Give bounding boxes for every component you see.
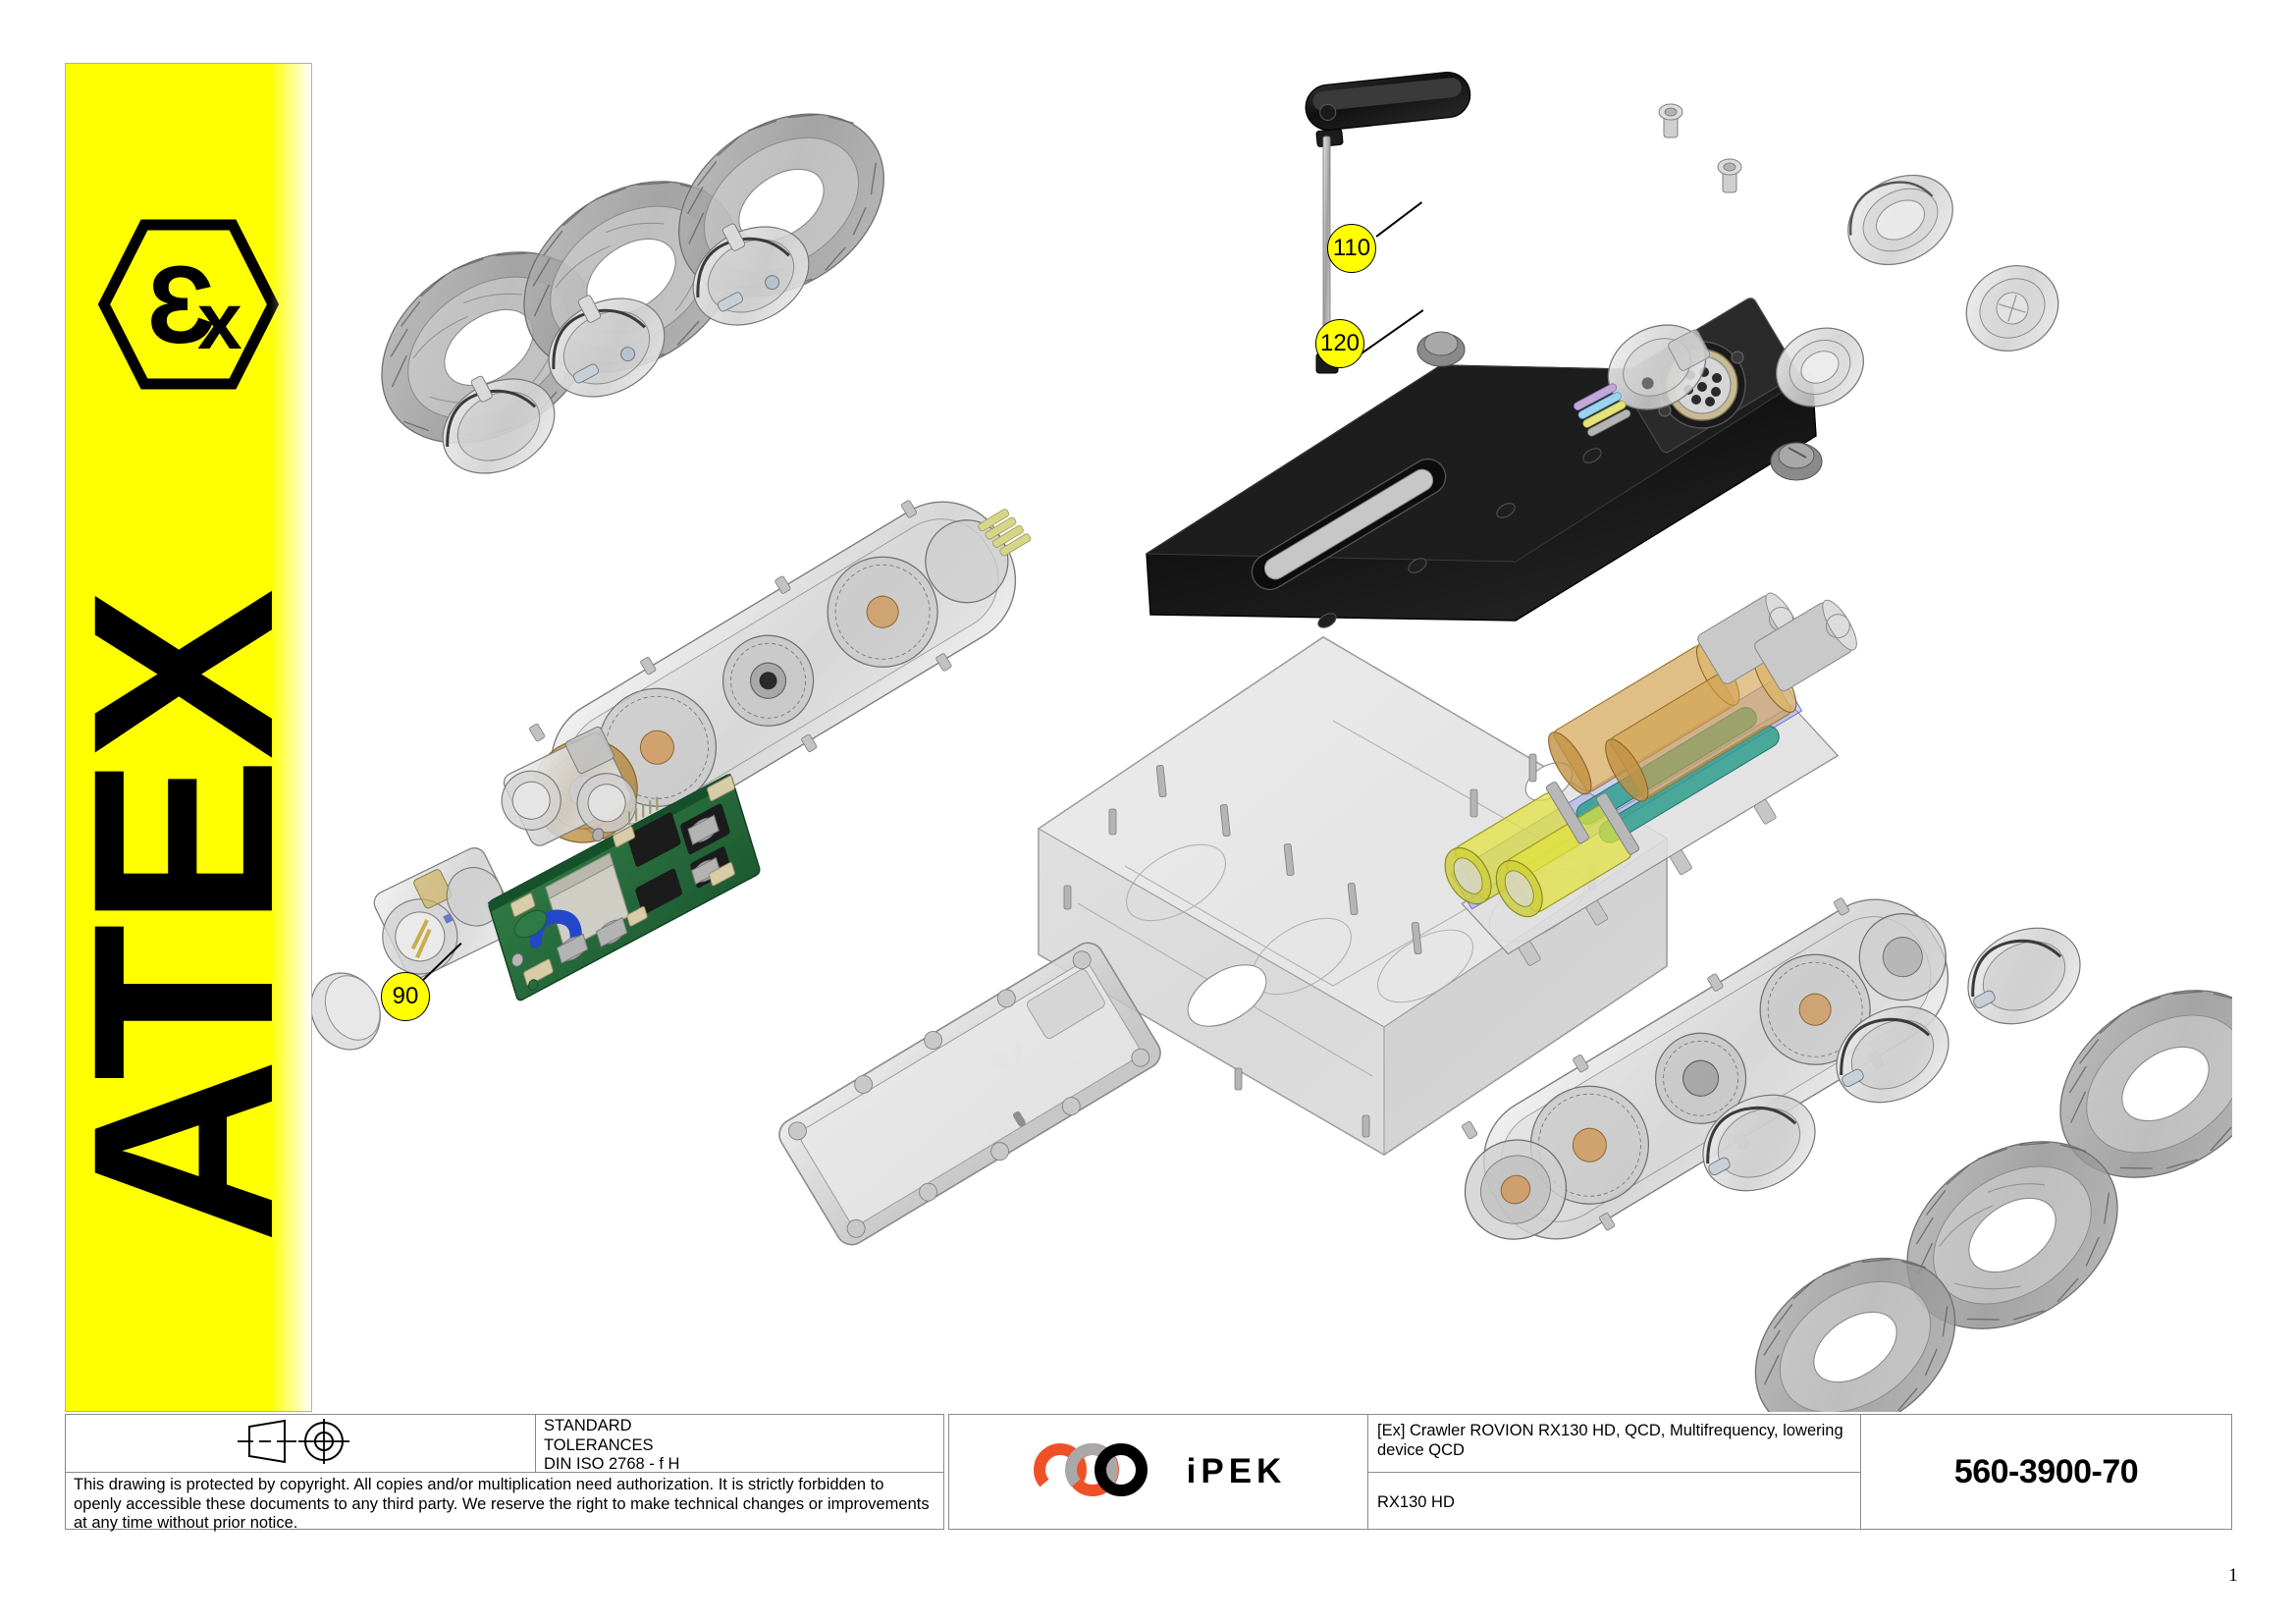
balloon-120[interactable]: 120 [1315,319,1364,368]
balloon-110[interactable]: 110 [1327,224,1376,273]
exploded-assembly-drawing [312,63,2232,1412]
atex-label: ATEX [65,592,312,1244]
company-name: iPEK [1186,1452,1287,1490]
tyre-group-rear [1754,990,2232,1412]
standard-line-1: STANDARD [544,1417,632,1434]
drawing-number-cell: 560-3900-70 [1860,1414,2232,1530]
antenna-handle-assembly [1305,71,1471,374]
copyright-text: This drawing is protected by copyright. … [74,1476,930,1532]
pcb-board [487,773,761,1001]
wheel-hub-group-rear [1702,927,2081,1192]
tolerance-standard-cell: STANDARD TOLERANCES DIN ISO 2768 - f H [535,1414,944,1473]
ipek-logo-icon [1031,1441,1178,1503]
first-angle-projection-symbol [232,1417,369,1469]
standard-line-2: TOLERANCES [544,1435,654,1454]
ex-hexagon-symbol: Ɛ x [95,211,282,403]
lens-cap [312,972,381,1051]
atex-side-panel: Ɛ x ATEX [65,63,312,1412]
svg-text:Ɛ: Ɛ [146,243,215,366]
drawing-description-cell: [Ex] Crawler ROVION RX130 HD, QCD, Multi… [1367,1414,1861,1473]
standard-line-3: DIN ISO 2768 - f H [544,1455,680,1473]
gearbox-module-right [1462,897,1949,1240]
housing-lid [778,942,1161,1246]
battery-motor-pack [1444,592,1857,966]
model-name: RX130 HD [1377,1493,1455,1511]
wheel-hub-group-front [442,223,810,474]
screw-group [1658,103,1742,193]
camera-module-lower [373,847,518,979]
page-number: 1 [2228,1565,2238,1586]
company-logo-cell: iPEK [948,1414,1368,1530]
camera-module-upper [501,726,637,846]
tyre-group-front [381,113,884,444]
end-cap-group [1574,174,2059,437]
model-cell: RX130 HD [1367,1472,1861,1530]
copyright-cell: This drawing is protected by copyright. … [65,1472,944,1532]
title-block: STANDARD TOLERANCES DIN ISO 2768 - f H T… [65,1414,2232,1532]
drawing-description: [Ex] Crawler ROVION RX130 HD, QCD, Multi… [1377,1422,1843,1459]
lowering-device-plate [1145,298,1823,628]
balloon-90[interactable]: 90 [381,972,430,1021]
projection-symbol-cell [65,1414,536,1473]
svg-text:x: x [197,277,242,366]
